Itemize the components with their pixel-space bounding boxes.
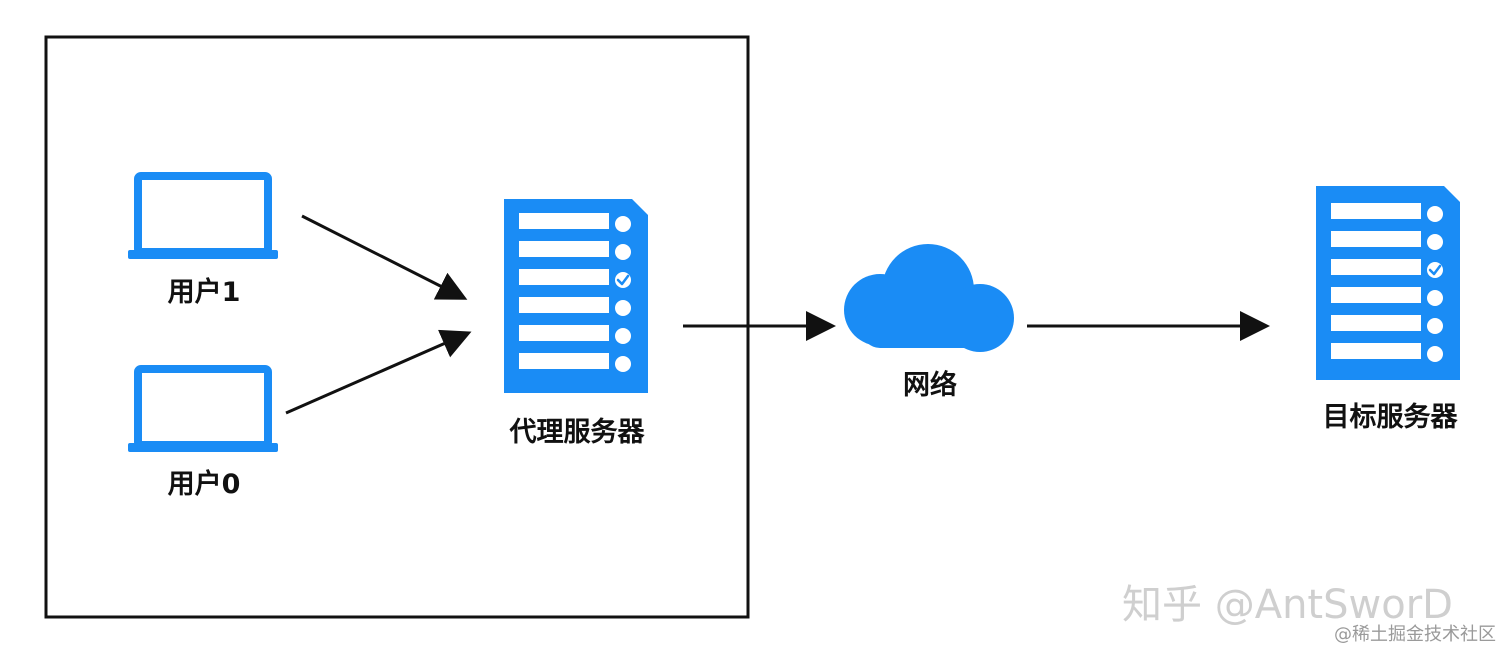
server-list-icon: [1316, 186, 1460, 380]
cloud-icon: [844, 244, 1014, 352]
arrow-user1-to-proxy: [301, 214, 468, 300]
laptop-icon: [128, 365, 278, 452]
proxy-server-label: 代理服务器: [509, 417, 645, 448]
zhihu-watermark: 知乎 @AntSworD: [1122, 582, 1453, 628]
juejin-watermark: @稀土掘金技术社区: [1334, 624, 1496, 645]
arrow-user0-to-proxy: [285, 329, 472, 415]
target-server-label: 目标服务器: [1322, 402, 1458, 433]
user1-label: 用户1: [167, 277, 241, 308]
laptop-icon: [128, 172, 278, 259]
user0-label: 用户0: [167, 469, 241, 500]
network-label: 网络: [903, 370, 957, 401]
server-list-icon: [504, 199, 648, 393]
